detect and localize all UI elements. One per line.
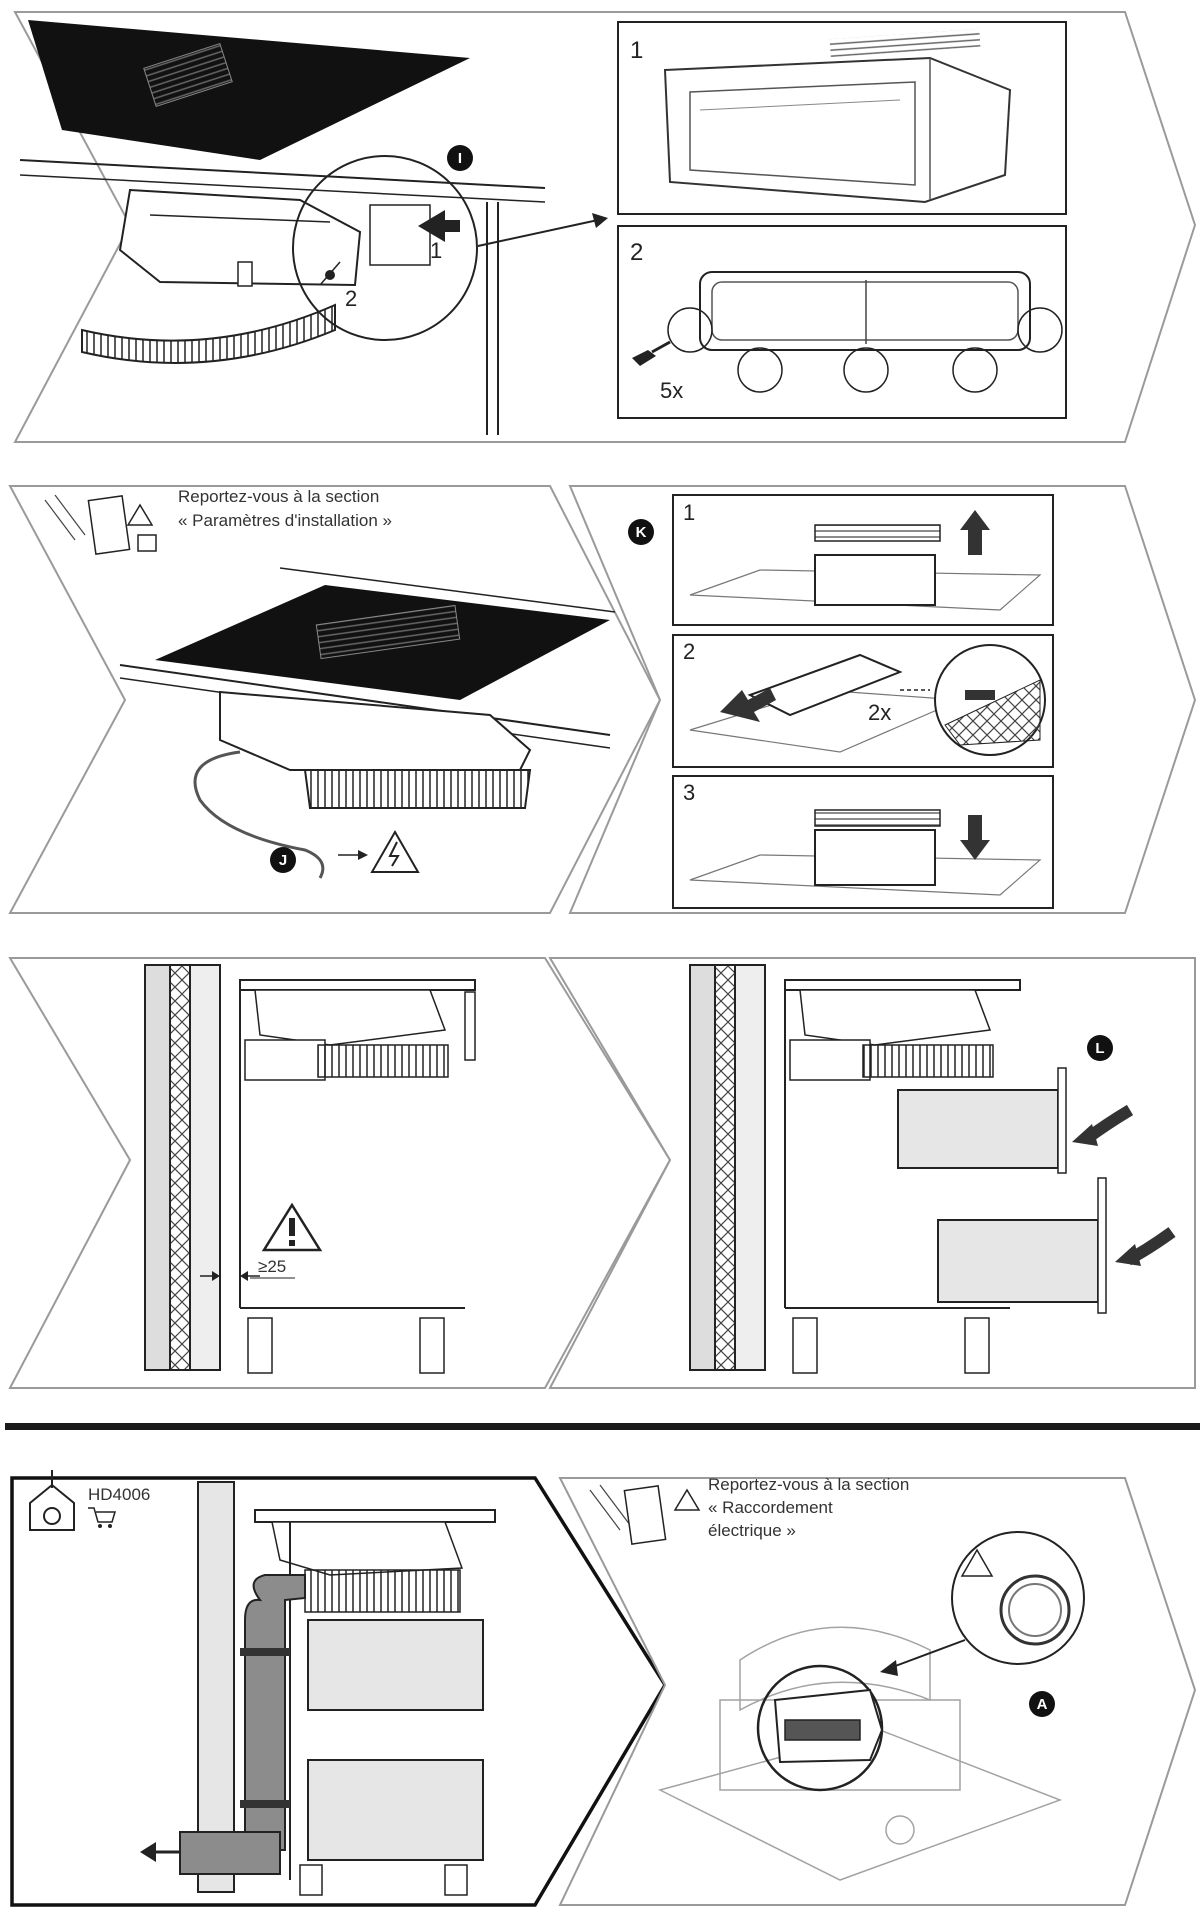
svg-text:J: J [279, 852, 287, 869]
insulation [169, 964, 191, 1371]
hob-glass [28, 20, 470, 160]
drawer-lower [307, 1759, 484, 1861]
svg-text:3: 3 [683, 780, 695, 805]
box-2-label: 2 [630, 239, 643, 266]
step-marker-i [447, 145, 473, 171]
step-marker-l [1087, 1035, 1113, 1061]
wall [689, 964, 716, 1371]
panel-accessory: HD4006 [10, 1470, 668, 1907]
screw-icon [632, 350, 656, 366]
electrical-warning-icon [370, 829, 420, 873]
fan-fins [862, 1044, 994, 1078]
min-distance-label: ≥25 [258, 1257, 286, 1276]
panel-step-l: L [548, 957, 1196, 1389]
exhaust-arrow-icon [140, 1842, 156, 1862]
panel-step-j: Reportez-vous à la section « Paramètres … [8, 485, 662, 914]
fan-ring [81, 303, 336, 364]
note-line-3: électrique » [708, 1521, 796, 1540]
note-line-1: Reportez-vous à la section [178, 487, 379, 506]
accessory-code: HD4006 [88, 1485, 150, 1504]
house-fan-icon [29, 1470, 75, 1531]
terminal-block [784, 1719, 861, 1741]
svg-text:2: 2 [683, 639, 695, 664]
panel-step-a: Reportez-vous à la section « Raccordemen… [558, 1475, 1197, 1906]
step-marker-k [628, 519, 654, 545]
motor-unit [254, 989, 447, 1046]
note-line-2: « Raccordement [708, 1498, 833, 1517]
arrow-down-icon [960, 815, 990, 860]
fan-ring [303, 769, 532, 809]
svg-text:A: A [1037, 1696, 1048, 1713]
exhaust-duct [244, 1574, 306, 1851]
drawer-lower [937, 1219, 1099, 1303]
screw-count: 5x [660, 378, 683, 403]
cart-icon [88, 1507, 117, 1528]
note-line-1: Reportez-vous à la section [708, 1475, 909, 1494]
note-line-2: « Paramètres d'installation » [178, 511, 392, 530]
wall [197, 1481, 235, 1893]
callout-1: 1 [430, 238, 442, 263]
motor-unit [799, 989, 992, 1046]
adapter-frame [699, 271, 1031, 351]
callout-2: 2 [345, 286, 357, 311]
count-2x: 2x [868, 700, 891, 725]
zoom-circle [292, 155, 478, 341]
arrow-tilt-icon [720, 688, 776, 722]
arrow-up-icon [960, 510, 990, 555]
power-cable [193, 750, 325, 879]
panel-step-i: 1 2 I 1 2 5x [13, 11, 1197, 443]
manual-reference-icon [589, 1484, 701, 1545]
box-1-label: 1 [630, 37, 643, 64]
step-marker-j [270, 847, 296, 873]
fan-fins [317, 1044, 449, 1078]
worktop-edge [19, 159, 546, 189]
svg-text:L: L [1095, 1040, 1104, 1057]
insulation [714, 964, 736, 1371]
manual-reference-icon [44, 494, 157, 555]
wall [144, 964, 171, 1371]
drawer-upper [307, 1619, 484, 1711]
arrow-push-icon [418, 210, 460, 242]
panel-clearance: ≥25 [8, 957, 672, 1389]
svg-text:1: 1 [683, 500, 695, 525]
step-marker-a [1029, 1691, 1055, 1717]
pointer-arrow [477, 219, 599, 247]
drawer-upper [897, 1089, 1059, 1169]
zoom-circle [951, 1531, 1085, 1665]
panel-step-k: K 1 2 2x 3 [568, 485, 1197, 914]
svg-text:K: K [636, 524, 647, 541]
section-divider [5, 1423, 1200, 1430]
svg-text:I: I [458, 150, 462, 167]
vent-grille [143, 42, 233, 108]
